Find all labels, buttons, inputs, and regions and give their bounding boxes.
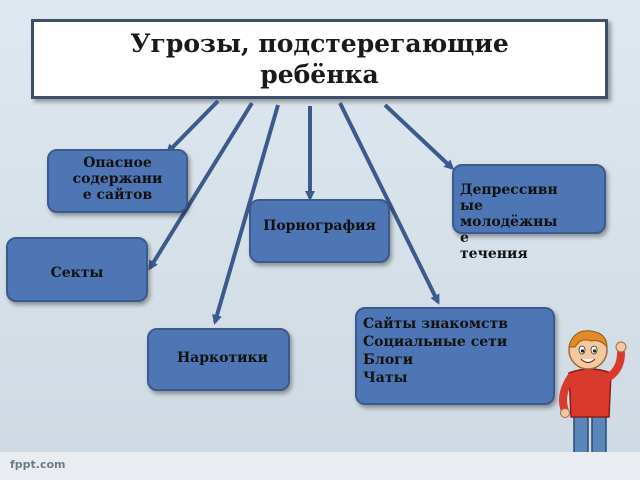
- node-dating: [355, 307, 555, 405]
- arrow-to-drugs: [212, 104, 280, 325]
- node-dangerous-content: [47, 149, 188, 213]
- node-pornography: [249, 199, 390, 263]
- arrow-to-dating: [338, 102, 440, 305]
- arrow-to-dangerous-content: [165, 99, 220, 155]
- label-depressive: Депрессивн ые молодёжны е течения: [460, 182, 558, 262]
- node-sects: [6, 237, 148, 302]
- label-pornography: Порнография: [263, 218, 376, 234]
- cartoon-boy-illustration: [559, 330, 627, 471]
- label-dangerous-content: Опасное содержани е сайтов: [72, 155, 163, 203]
- arrow-to-sects: [148, 101, 254, 271]
- label-sects: Секты: [50, 265, 104, 281]
- footer-brand: fppt.com: [10, 458, 66, 471]
- label-drugs: Наркотики: [176, 350, 269, 366]
- label-dating: Сайты знакомств Социальные сети Блоги Ча…: [363, 316, 508, 386]
- footer-bar: [0, 452, 640, 480]
- title-box: Угрозы, подстерегающие ребёнка: [31, 19, 608, 99]
- diagram-title: Угрозы, подстерегающие ребёнка: [130, 29, 509, 89]
- node-depressive: [452, 164, 606, 234]
- node-drugs: [147, 328, 290, 391]
- arrow-to-depressive: [383, 103, 455, 171]
